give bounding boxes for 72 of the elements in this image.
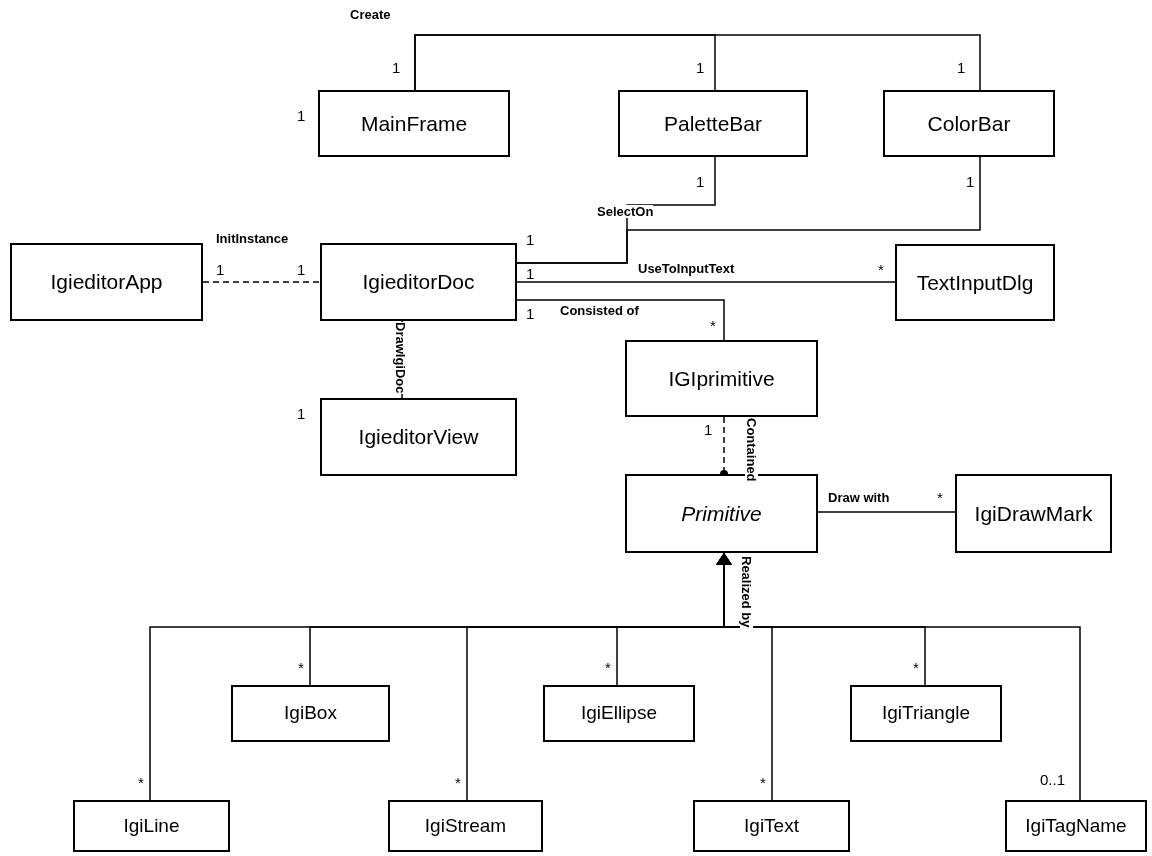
class-box xyxy=(1005,800,1147,852)
edge-label: DrawIgiDoc xyxy=(394,322,407,394)
multiplicity-label: * xyxy=(605,660,611,675)
class-name: IgiTagName xyxy=(1025,813,1127,838)
connector-line xyxy=(516,156,981,264)
multiplicity-label: 1 xyxy=(216,262,225,277)
multiplicity-label: 1 xyxy=(957,60,966,75)
class-name: Primitive xyxy=(681,500,762,527)
edge-label: InitInstance xyxy=(216,232,289,245)
multiplicity-label: * xyxy=(710,318,716,333)
class-box xyxy=(955,474,1112,553)
multiplicity-label: 1 xyxy=(526,232,535,247)
class-name: IgieditorApp xyxy=(50,269,163,296)
edge-label: Realized by xyxy=(740,556,753,628)
class-name: MainFrame xyxy=(360,110,468,137)
class-name: IgieditorView xyxy=(358,424,479,451)
class-name: IgiEllipse xyxy=(580,701,657,726)
class-box xyxy=(320,398,517,476)
class-box xyxy=(895,244,1055,321)
multiplicity-label: * xyxy=(913,660,919,675)
class-box xyxy=(318,90,510,157)
class-box xyxy=(73,800,230,852)
multiplicity-label: * xyxy=(878,262,884,277)
class-box xyxy=(693,800,850,852)
multiplicity-label: 1 xyxy=(392,60,401,75)
connector-line xyxy=(817,511,956,513)
class-box xyxy=(618,90,808,157)
class-box xyxy=(320,243,517,321)
edge-label: Draw with xyxy=(828,491,890,504)
multiplicity-label: * xyxy=(937,490,943,505)
multiplicity-label: 1 xyxy=(696,60,705,75)
multiplicity-label: 1 xyxy=(704,422,713,437)
class-box xyxy=(850,685,1002,742)
class-box xyxy=(231,685,390,742)
multiplicity-label: 1 xyxy=(297,262,306,277)
multiplicity-label: 1 xyxy=(696,174,705,189)
class-name: IGIprimitive xyxy=(668,365,775,392)
multiplicity-label: * xyxy=(138,775,144,790)
multiplicity-label: * xyxy=(455,775,461,790)
class-name: IgiLine xyxy=(123,813,180,838)
connector-line xyxy=(516,299,725,341)
class-box xyxy=(543,685,695,742)
multiplicity-label: 1 xyxy=(526,266,535,281)
class-name: IgiStream xyxy=(424,813,507,838)
class-name: IgiText xyxy=(744,813,799,838)
class-name: TextInputDlg xyxy=(916,269,1034,296)
class-name: ColorBar xyxy=(927,110,1011,137)
class-box xyxy=(10,243,203,321)
multiplicity-label: 1 xyxy=(966,174,975,189)
class-box xyxy=(388,800,543,852)
edge-label: Contained xyxy=(745,418,758,482)
edge-label: SelectOn xyxy=(597,205,654,218)
multiplicity-label: * xyxy=(760,775,766,790)
connector-line xyxy=(516,281,896,283)
multiplicity-label: 1 xyxy=(297,406,306,421)
connector-line xyxy=(716,552,1081,801)
class-name: IgiDrawMark xyxy=(974,500,1093,527)
edge-label: Consisted of xyxy=(560,304,639,317)
multiplicity-label: 1 xyxy=(297,108,306,123)
class-name: IgieditorDoc xyxy=(362,269,475,296)
class-name: IgiTriangle xyxy=(882,701,970,726)
connector-line xyxy=(202,281,321,283)
class-name: IgiBox xyxy=(284,701,337,726)
class-box xyxy=(883,90,1055,157)
multiplicity-label: * xyxy=(298,660,304,675)
connector-line xyxy=(414,34,981,91)
class-box xyxy=(625,340,818,417)
edge-label: UseToInputText xyxy=(638,262,735,275)
edge-label: Create xyxy=(350,8,391,21)
class-name: PaletteBar xyxy=(663,110,763,137)
multiplicity-label: 1 xyxy=(526,306,535,321)
multiplicity-label: 0..1 xyxy=(1040,772,1066,787)
